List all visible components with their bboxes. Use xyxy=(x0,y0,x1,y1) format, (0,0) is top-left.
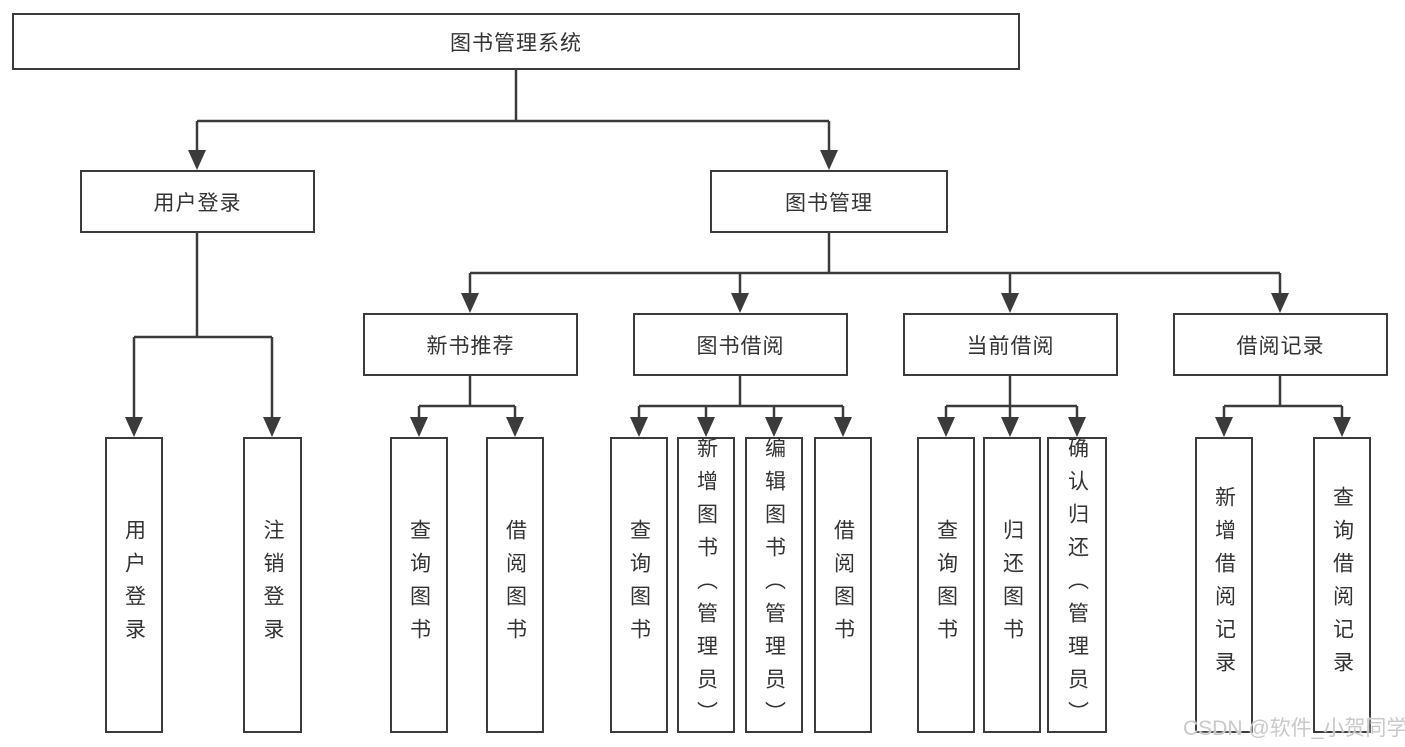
leaf-user-login: 用户登录 xyxy=(105,437,163,733)
leaf-query-books-current: 查询图书 xyxy=(917,437,975,733)
leaf-return-book: 归还图书 xyxy=(983,437,1041,733)
node-root: 图书管理系统 xyxy=(12,13,1020,70)
leaf-edit-book-admin: 编辑图书（管理员） xyxy=(745,437,803,734)
watermark: CSDN @软件_小贺同学 xyxy=(1183,717,1405,740)
node-book-borrowing: 图书借阅 xyxy=(633,313,848,376)
leaf-borrow-books: 借阅图书 xyxy=(814,437,872,733)
node-borrowing-records: 借阅记录 xyxy=(1173,313,1388,376)
leaf-confirm-return-admin: 确认归还（管理员） xyxy=(1047,437,1107,734)
node-current-borrowing: 当前借阅 xyxy=(903,313,1118,376)
node-new-book-recommend: 新书推荐 xyxy=(363,313,578,376)
leaf-query-books-borrow: 查询图书 xyxy=(610,437,668,733)
node-book-management: 图书管理 xyxy=(710,170,948,233)
leaf-borrow-books-recommend: 借阅图书 xyxy=(486,437,544,733)
node-user-login: 用户登录 xyxy=(80,170,315,233)
leaf-query-books-recommend: 查询图书 xyxy=(390,437,448,733)
leaf-logout: 注销登录 xyxy=(243,437,302,733)
leaf-query-borrow-record: 查询借阅记录 xyxy=(1313,437,1371,733)
leaf-add-borrow-record: 新增借阅记录 xyxy=(1195,437,1253,733)
leaf-add-book-admin: 新增图书（管理员） xyxy=(677,437,735,734)
